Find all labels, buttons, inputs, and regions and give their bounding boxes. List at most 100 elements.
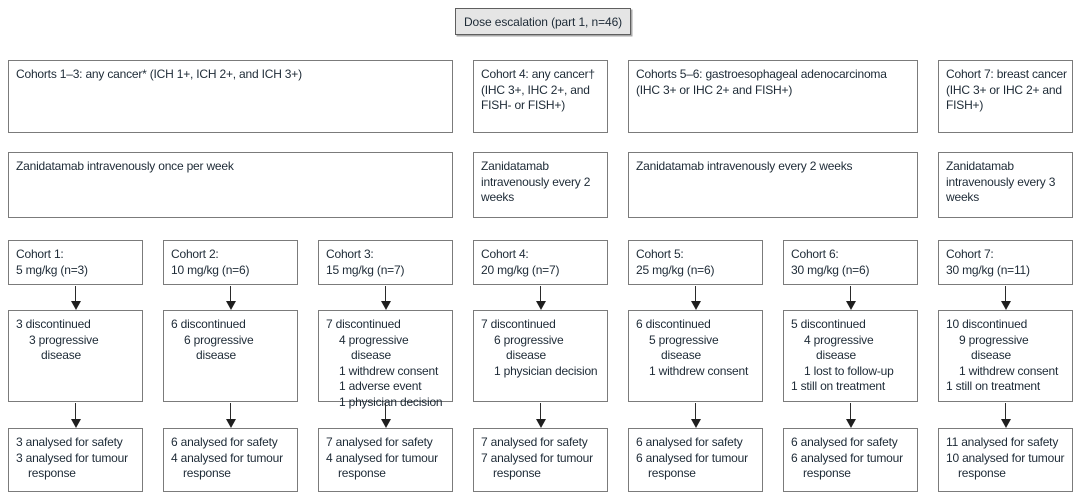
analysed-tumour: 10 analysed for tumour response bbox=[946, 450, 1065, 481]
down-arrow-icon bbox=[783, 286, 918, 310]
down-arrow-icon bbox=[8, 286, 143, 310]
discontinued-box-1: 3 discontinued 3 progressive disease bbox=[8, 310, 143, 402]
cohort-dose: 15 mg/kg (n=7) bbox=[326, 262, 405, 277]
arrow-row-2 bbox=[8, 403, 1073, 428]
down-arrow-icon bbox=[318, 403, 453, 428]
discontinued-reason: 6 progressive disease bbox=[494, 332, 564, 363]
treatment-box-cohort-7: Zanidatamab intravenously every 3 weeks bbox=[938, 152, 1073, 218]
down-arrow-icon bbox=[938, 286, 1073, 310]
cohort-name: Cohort 4: bbox=[481, 247, 529, 261]
down-arrow-icon bbox=[628, 403, 763, 428]
analysed-safety: 7 analysed for safety bbox=[481, 435, 588, 449]
cohort-box-2: Cohort 2: 10 mg/kg (n=6) bbox=[163, 240, 298, 285]
down-arrow-icon bbox=[163, 403, 298, 428]
down-arrow-icon bbox=[8, 403, 143, 428]
treatment-text: Zanidatamab intravenously every 3 weeks bbox=[946, 159, 1056, 204]
discontinued-reason: 1 physician decision bbox=[339, 394, 443, 409]
cohort-dose: 30 mg/kg (n=6) bbox=[791, 262, 870, 277]
treatment-box-cohorts-1-3: Zanidatamab intravenously once per week bbox=[8, 152, 453, 218]
discontinued-line: 6 discontinued bbox=[171, 317, 246, 331]
discontinued-line: 3 discontinued bbox=[16, 317, 91, 331]
analysed-tumour: 3 analysed for tumour response bbox=[16, 450, 128, 481]
down-arrow-icon bbox=[318, 286, 453, 310]
analysed-safety: 11 analysed for safety bbox=[946, 435, 1059, 449]
cohort-name: Cohort 6: bbox=[791, 247, 839, 261]
down-arrow-icon bbox=[473, 403, 608, 428]
discontinued-box-6: 5 discontinued 4 progressive disease 1 l… bbox=[783, 310, 918, 402]
down-arrow-icon bbox=[163, 286, 298, 310]
cohort-dose: 30 mg/kg (n=11) bbox=[946, 262, 1030, 277]
dose-escalation-title-label: Dose escalation (part 1, n=46) bbox=[463, 14, 623, 29]
cohort-dose: 20 mg/kg (n=7) bbox=[481, 262, 560, 277]
discontinued-reason: 6 progressive disease bbox=[184, 332, 254, 363]
cohort-dose: 10 mg/kg (n=6) bbox=[171, 262, 250, 277]
down-arrow-icon bbox=[473, 286, 608, 310]
analysed-tumour: 6 analysed for tumour response bbox=[791, 450, 903, 481]
analysed-box-7: 11 analysed for safety 10 analysed for t… bbox=[938, 428, 1073, 492]
discontinued-box-2: 6 discontinued 6 progressive disease bbox=[163, 310, 298, 402]
discontinued-box-3: 7 discontinued 4 progressive disease 1 w… bbox=[318, 310, 453, 409]
still-on-treatment-line: 1 still on treatment bbox=[946, 379, 1041, 393]
treatment-text: Zanidatamab intravenously every 2 weeks bbox=[636, 159, 853, 173]
cohort-name: Cohort 2: bbox=[171, 247, 219, 261]
analysed-safety: 6 analysed for safety bbox=[636, 435, 743, 449]
discontinued-reason: 1 withdrew consent bbox=[649, 363, 749, 378]
eligibility-text: Cohorts 1–3: any cancer* (ICH 1+, ICH 2+… bbox=[16, 67, 302, 81]
eligibility-text: Cohorts 5–6: gastroesophageal adenocarci… bbox=[636, 67, 887, 97]
analysed-safety: 7 analysed for safety bbox=[326, 435, 433, 449]
discontinued-reason: 4 progressive disease bbox=[804, 332, 874, 363]
analysed-tumour: 7 analysed for tumour response bbox=[481, 450, 593, 481]
cohort-name: Cohort 7: bbox=[946, 247, 994, 261]
cohort-dose: 25 mg/kg (n=6) bbox=[636, 262, 715, 277]
treatment-box-cohorts-5-6: Zanidatamab intravenously every 2 weeks bbox=[628, 152, 918, 218]
discontinued-reason: 5 progressive disease bbox=[649, 332, 719, 363]
analysed-row: 3 analysed for safety 3 analysed for tum… bbox=[8, 428, 1073, 492]
analysed-tumour: 4 analysed for tumour response bbox=[326, 450, 438, 481]
discontinued-reason: 1 withdrew consent bbox=[959, 363, 1059, 378]
discontinued-line: 5 discontinued bbox=[791, 317, 866, 331]
cohort-box-5: Cohort 5: 25 mg/kg (n=6) bbox=[628, 240, 763, 285]
eligibility-box-cohorts-5-6: Cohorts 5–6: gastroesophageal adenocarci… bbox=[628, 60, 918, 133]
cohort-box-3: Cohort 3: 15 mg/kg (n=7) bbox=[318, 240, 453, 285]
treatment-row: Zanidatamab intravenously once per week … bbox=[8, 152, 1073, 218]
down-arrow-icon bbox=[938, 403, 1073, 428]
analysed-safety: 6 analysed for safety bbox=[791, 435, 898, 449]
analysed-box-2: 6 analysed for safety 4 analysed for tum… bbox=[163, 428, 298, 492]
discontinued-reason: 3 progressive disease bbox=[29, 332, 99, 363]
eligibility-box-cohort-7: Cohort 7: breast cancer (IHC 3+ or IHC 2… bbox=[938, 60, 1073, 133]
discontinued-row: 3 discontinued 3 progressive disease 6 d… bbox=[8, 310, 1073, 409]
analysed-box-4: 7 analysed for safety 7 analysed for tum… bbox=[473, 428, 608, 492]
discontinued-line: 10 discontinued bbox=[946, 317, 1028, 331]
cohort-box-7: Cohort 7: 30 mg/kg (n=11) bbox=[938, 240, 1073, 285]
eligibility-text: Cohort 4: any cancer† (IHC 3+, IHC 2+, a… bbox=[481, 67, 595, 112]
discontinued-reason: 1 withdrew consent bbox=[339, 363, 439, 378]
eligibility-box-cohort-4: Cohort 4: any cancer† (IHC 3+, IHC 2+, a… bbox=[473, 60, 608, 133]
analysed-box-5: 6 analysed for safety 6 analysed for tum… bbox=[628, 428, 763, 492]
discontinued-reason: 1 lost to follow-up bbox=[804, 363, 894, 378]
down-arrow-icon bbox=[783, 403, 918, 428]
cohort-box-1: Cohort 1: 5 mg/kg (n=3) bbox=[8, 240, 143, 285]
analysed-box-6: 6 analysed for safety 6 analysed for tum… bbox=[783, 428, 918, 492]
cohort-dose: 5 mg/kg (n=3) bbox=[16, 262, 88, 277]
dose-escalation-title-box: Dose escalation (part 1, n=46) bbox=[455, 8, 631, 35]
discontinued-line: 7 discontinued bbox=[481, 317, 556, 331]
discontinued-box-4: 7 discontinued 6 progressive disease 1 p… bbox=[473, 310, 608, 402]
discontinued-line: 6 discontinued bbox=[636, 317, 711, 331]
cohort-name: Cohort 3: bbox=[326, 247, 374, 261]
discontinued-reason: 4 progressive disease bbox=[339, 332, 409, 363]
cohort-name: Cohort 1: bbox=[16, 247, 64, 261]
discontinued-line: 7 discontinued bbox=[326, 317, 401, 331]
discontinued-box-5: 6 discontinued 5 progressive disease 1 w… bbox=[628, 310, 763, 402]
arrow-row-1 bbox=[8, 286, 1073, 310]
analysed-box-3: 7 analysed for safety 4 analysed for tum… bbox=[318, 428, 453, 492]
analysed-box-1: 3 analysed for safety 3 analysed for tum… bbox=[8, 428, 143, 492]
discontinued-reason: 1 adverse event bbox=[339, 379, 422, 393]
eligibility-row: Cohorts 1–3: any cancer* (ICH 1+, ICH 2+… bbox=[8, 60, 1073, 133]
discontinued-box-7: 10 discontinued 9 progressive disease 1 … bbox=[938, 310, 1073, 402]
cohort-name: Cohort 5: bbox=[636, 247, 684, 261]
analysed-tumour: 4 analysed for tumour response bbox=[171, 450, 283, 481]
cohort-dose-row: Cohort 1: 5 mg/kg (n=3) Cohort 2: 10 mg/… bbox=[8, 240, 1073, 285]
treatment-box-cohort-4: Zanidatamab intravenously every 2 weeks bbox=[473, 152, 608, 218]
cohort-box-6: Cohort 6: 30 mg/kg (n=6) bbox=[783, 240, 918, 285]
